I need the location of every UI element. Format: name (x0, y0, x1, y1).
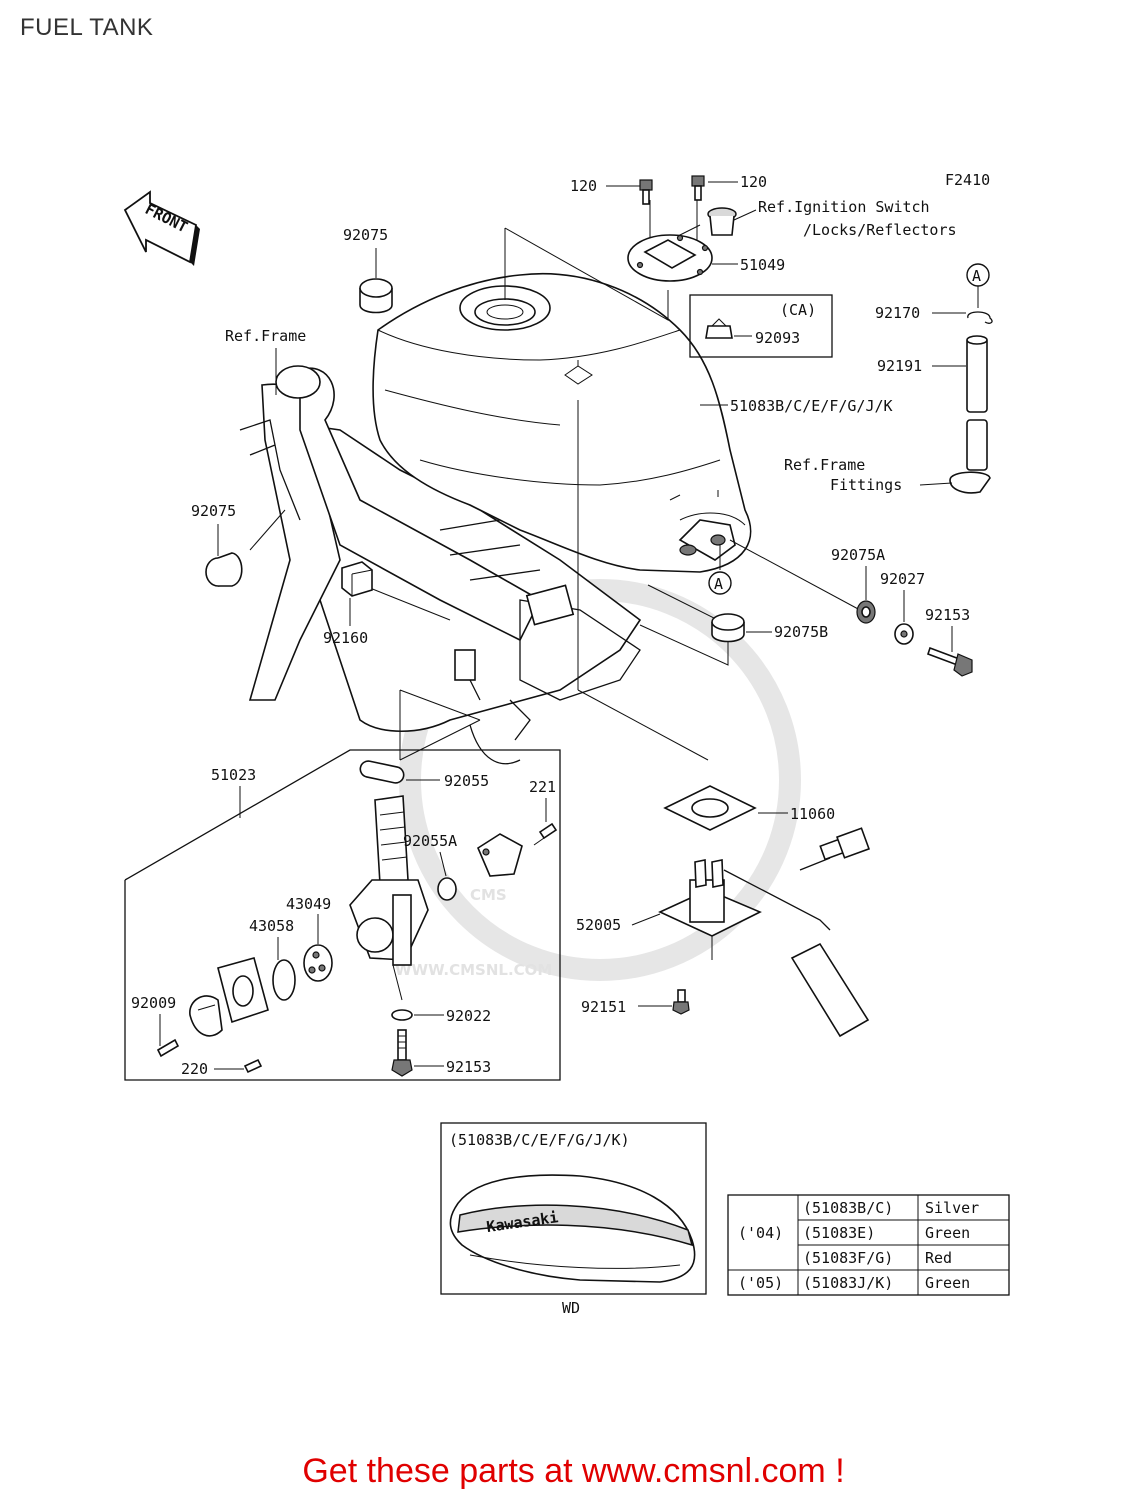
figure-code: F2410 (945, 171, 990, 189)
table-color-2: Green (925, 1224, 970, 1242)
watermark-logo: CMS (470, 886, 507, 904)
cover-plate (217, 957, 269, 1024)
table-color-4: Green (925, 1274, 970, 1292)
watermark-site: WWW.CMSNL.COM (395, 961, 552, 979)
label-221: 221 (529, 778, 556, 796)
oring-92055 (359, 760, 405, 784)
table-year-05: ('05) (738, 1274, 783, 1292)
label-51049: 51049 (740, 256, 785, 274)
damper-92075-top (359, 278, 393, 314)
footer-promo-link[interactable]: Get these parts at www.cmsnl.com ! (302, 1452, 845, 1490)
label-92153-bottom: 92153 (446, 1058, 491, 1076)
table-year-04: ('04) (738, 1224, 783, 1242)
damper-92075-left (205, 552, 243, 587)
table-parts-2: (51083E) (803, 1224, 875, 1242)
table-color-1: Silver (925, 1199, 979, 1217)
fuel-cock-body (349, 795, 429, 1001)
table-parts-1: (51083B/C) (803, 1199, 893, 1217)
label-92075b: 92075B (774, 623, 828, 641)
label-92009: 92009 (131, 994, 176, 1012)
label-ref-frame-fittings-1: Ref.Frame (784, 456, 865, 474)
label-51083: 51083B/C/E/F/G/J/K (730, 397, 893, 415)
damper-92075b (711, 613, 745, 643)
label-92075-left: 92075 (191, 502, 236, 520)
front-arrow: FRONT (123, 190, 200, 266)
screw-92009 (156, 1038, 180, 1058)
damper-92075a (856, 600, 876, 624)
label-ref-frame: Ref.Frame (225, 327, 306, 345)
ca-box (689, 294, 833, 358)
label-ref-ignition-2: /Locks/Reflectors (803, 221, 957, 239)
diaphragm-43049 (303, 944, 333, 982)
fuel-level-sensor-52005 (658, 827, 871, 1038)
fuel-tank (372, 272, 752, 573)
label-92075a: 92075A (831, 546, 885, 564)
tank-graphics-inset: (51083B/C/E/F/G/J/K) Kawasaki WD (440, 1122, 707, 1317)
label-92160: 92160 (323, 629, 368, 647)
label-120-left: 120 (570, 177, 597, 195)
part-labels: 120 120 Ref.Ignition Switch /Locks/Refle… (131, 173, 970, 1078)
ignition-switch-plug (707, 207, 737, 236)
washer-92022 (391, 1009, 413, 1021)
label-52005: 52005 (576, 916, 621, 934)
label-92022: 92022 (446, 1007, 491, 1025)
oring-43058 (272, 959, 296, 1001)
label-92191: 92191 (877, 357, 922, 375)
inset-header: (51083B/C/E/F/G/J/K) (449, 1131, 630, 1149)
bolt-92153-right (926, 646, 973, 677)
bolt-120-left (639, 179, 653, 205)
marker-a-top: A (966, 263, 990, 287)
label-43049: 43049 (286, 895, 331, 913)
label-43058: 43058 (249, 917, 294, 935)
label-92170: 92170 (875, 304, 920, 322)
cover-92055a (437, 833, 523, 901)
label-ref-ignition-1: Ref.Ignition Switch (758, 198, 930, 216)
label-92151: 92151 (581, 998, 626, 1016)
label-92055a: 92055A (403, 832, 457, 850)
label-92055: 92055 (444, 772, 489, 790)
label-92093: 92093 (755, 329, 800, 347)
label-92027: 92027 (880, 570, 925, 588)
frame (239, 365, 642, 765)
color-table: ('04) (51083B/C) Silver (51083E) Green (… (727, 1194, 1010, 1296)
gasket-11060 (663, 785, 757, 831)
marker-a-mid: A (708, 545, 732, 595)
label-220: 220 (181, 1060, 208, 1078)
label-120-right: 120 (740, 173, 767, 191)
label-ref-frame-fittings-2: Fittings (830, 476, 902, 494)
screw-220 (243, 1058, 263, 1074)
table-parts-3: (51083F/G) (803, 1249, 893, 1267)
label-11060: 11060 (790, 805, 835, 823)
bolt-92153-bottom (391, 1029, 413, 1077)
svg-text:A: A (714, 575, 723, 593)
label-92075-top: 92075 (343, 226, 388, 244)
screw-221 (533, 822, 558, 846)
label-ca: (CA) (780, 301, 816, 319)
assembly-bracket-51023 (124, 749, 561, 1081)
inset-caption: WD (562, 1299, 580, 1317)
fuel-cap (627, 234, 713, 282)
lever-knob (189, 995, 223, 1037)
pad-92160 (341, 561, 373, 597)
label-92153-right: 92153 (925, 606, 970, 624)
table-color-3: Red (925, 1249, 952, 1267)
page-title: FUEL TANK (20, 14, 154, 41)
svg-text:A: A (972, 267, 981, 285)
table-parts-4: (51083J/K) (803, 1274, 893, 1292)
label-51023: 51023 (211, 766, 256, 784)
washer-92027 (894, 623, 914, 645)
screw-92151 (672, 989, 690, 1015)
hose-assembly (949, 264, 993, 494)
bolt-120-right (691, 175, 705, 201)
